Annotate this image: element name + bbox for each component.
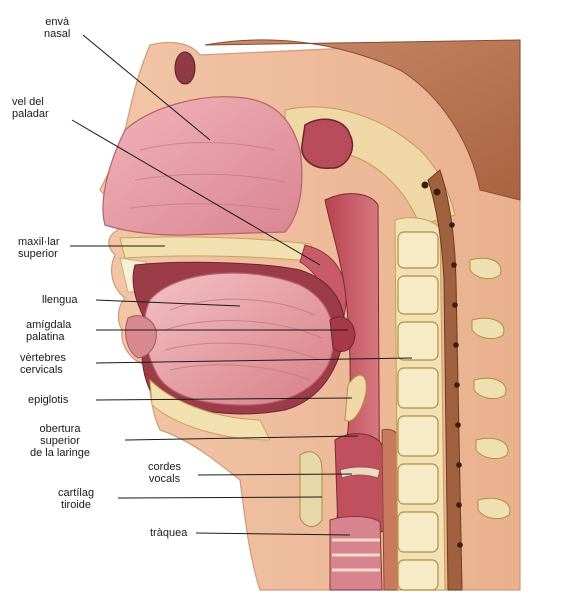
- frontal-sinus: [174, 51, 196, 85]
- leader-tongue: [95, 299, 241, 307]
- spinal-cord-dots: [421, 181, 463, 548]
- label-nasal-septum: envà nasal: [44, 16, 71, 40]
- label-thyroid-cartilage: cartílag tiroide: [58, 487, 95, 511]
- tongue-shape: [144, 272, 335, 406]
- leader-trachea: [195, 532, 351, 536]
- label-upper-jaw: maxil·lar superior: [18, 236, 60, 260]
- leader-laryngeal-opening: [124, 435, 359, 441]
- spinal-cord: [427, 169, 463, 591]
- tracheal-rings: [332, 538, 380, 572]
- vocal-cords-shape: [339, 466, 381, 479]
- sphenoid-sinus: [301, 118, 354, 169]
- posterior-spinous-processes: [469, 257, 511, 520]
- label-tongue: llengua: [42, 294, 78, 306]
- epiglottis-shape: [344, 374, 367, 422]
- label-epiglottis: epiglotis: [28, 394, 69, 406]
- label-vocal-cords: cordes vocals: [148, 461, 182, 485]
- mandible: [149, 378, 271, 441]
- brain-region: [204, 39, 521, 201]
- tongue-muscle-fibers: [164, 298, 323, 381]
- leader-vocal-cords: [197, 473, 353, 476]
- label-cervical-vertebrae: vèrtebres cervicals: [20, 352, 66, 376]
- leader-epiglottis: [95, 397, 353, 401]
- leader-lines: [70, 34, 413, 536]
- palatine-tonsil-shape: [329, 316, 356, 352]
- thyroid-cartilage-shape: [299, 451, 323, 527]
- nasal-cavity-shape: [102, 96, 303, 236]
- lower-lip: [125, 315, 157, 359]
- label-soft-palate: vel del paladar: [12, 96, 49, 120]
- leader-vertebrae: [95, 357, 413, 364]
- cervical-vertebrae-column: [394, 217, 446, 591]
- trachea-shape: [329, 516, 383, 591]
- label-palatine-tonsil: amígdala palatina: [26, 319, 72, 343]
- label-trachea: tràquea: [150, 527, 188, 539]
- nasal-turbinate-lines: [129, 142, 286, 211]
- leader-nasal-septum: [82, 34, 211, 141]
- leader-thyroid: [117, 496, 323, 499]
- label-laryngeal-opening: obertura superior de la laringe: [30, 423, 90, 459]
- leader-soft-palate: [71, 119, 321, 266]
